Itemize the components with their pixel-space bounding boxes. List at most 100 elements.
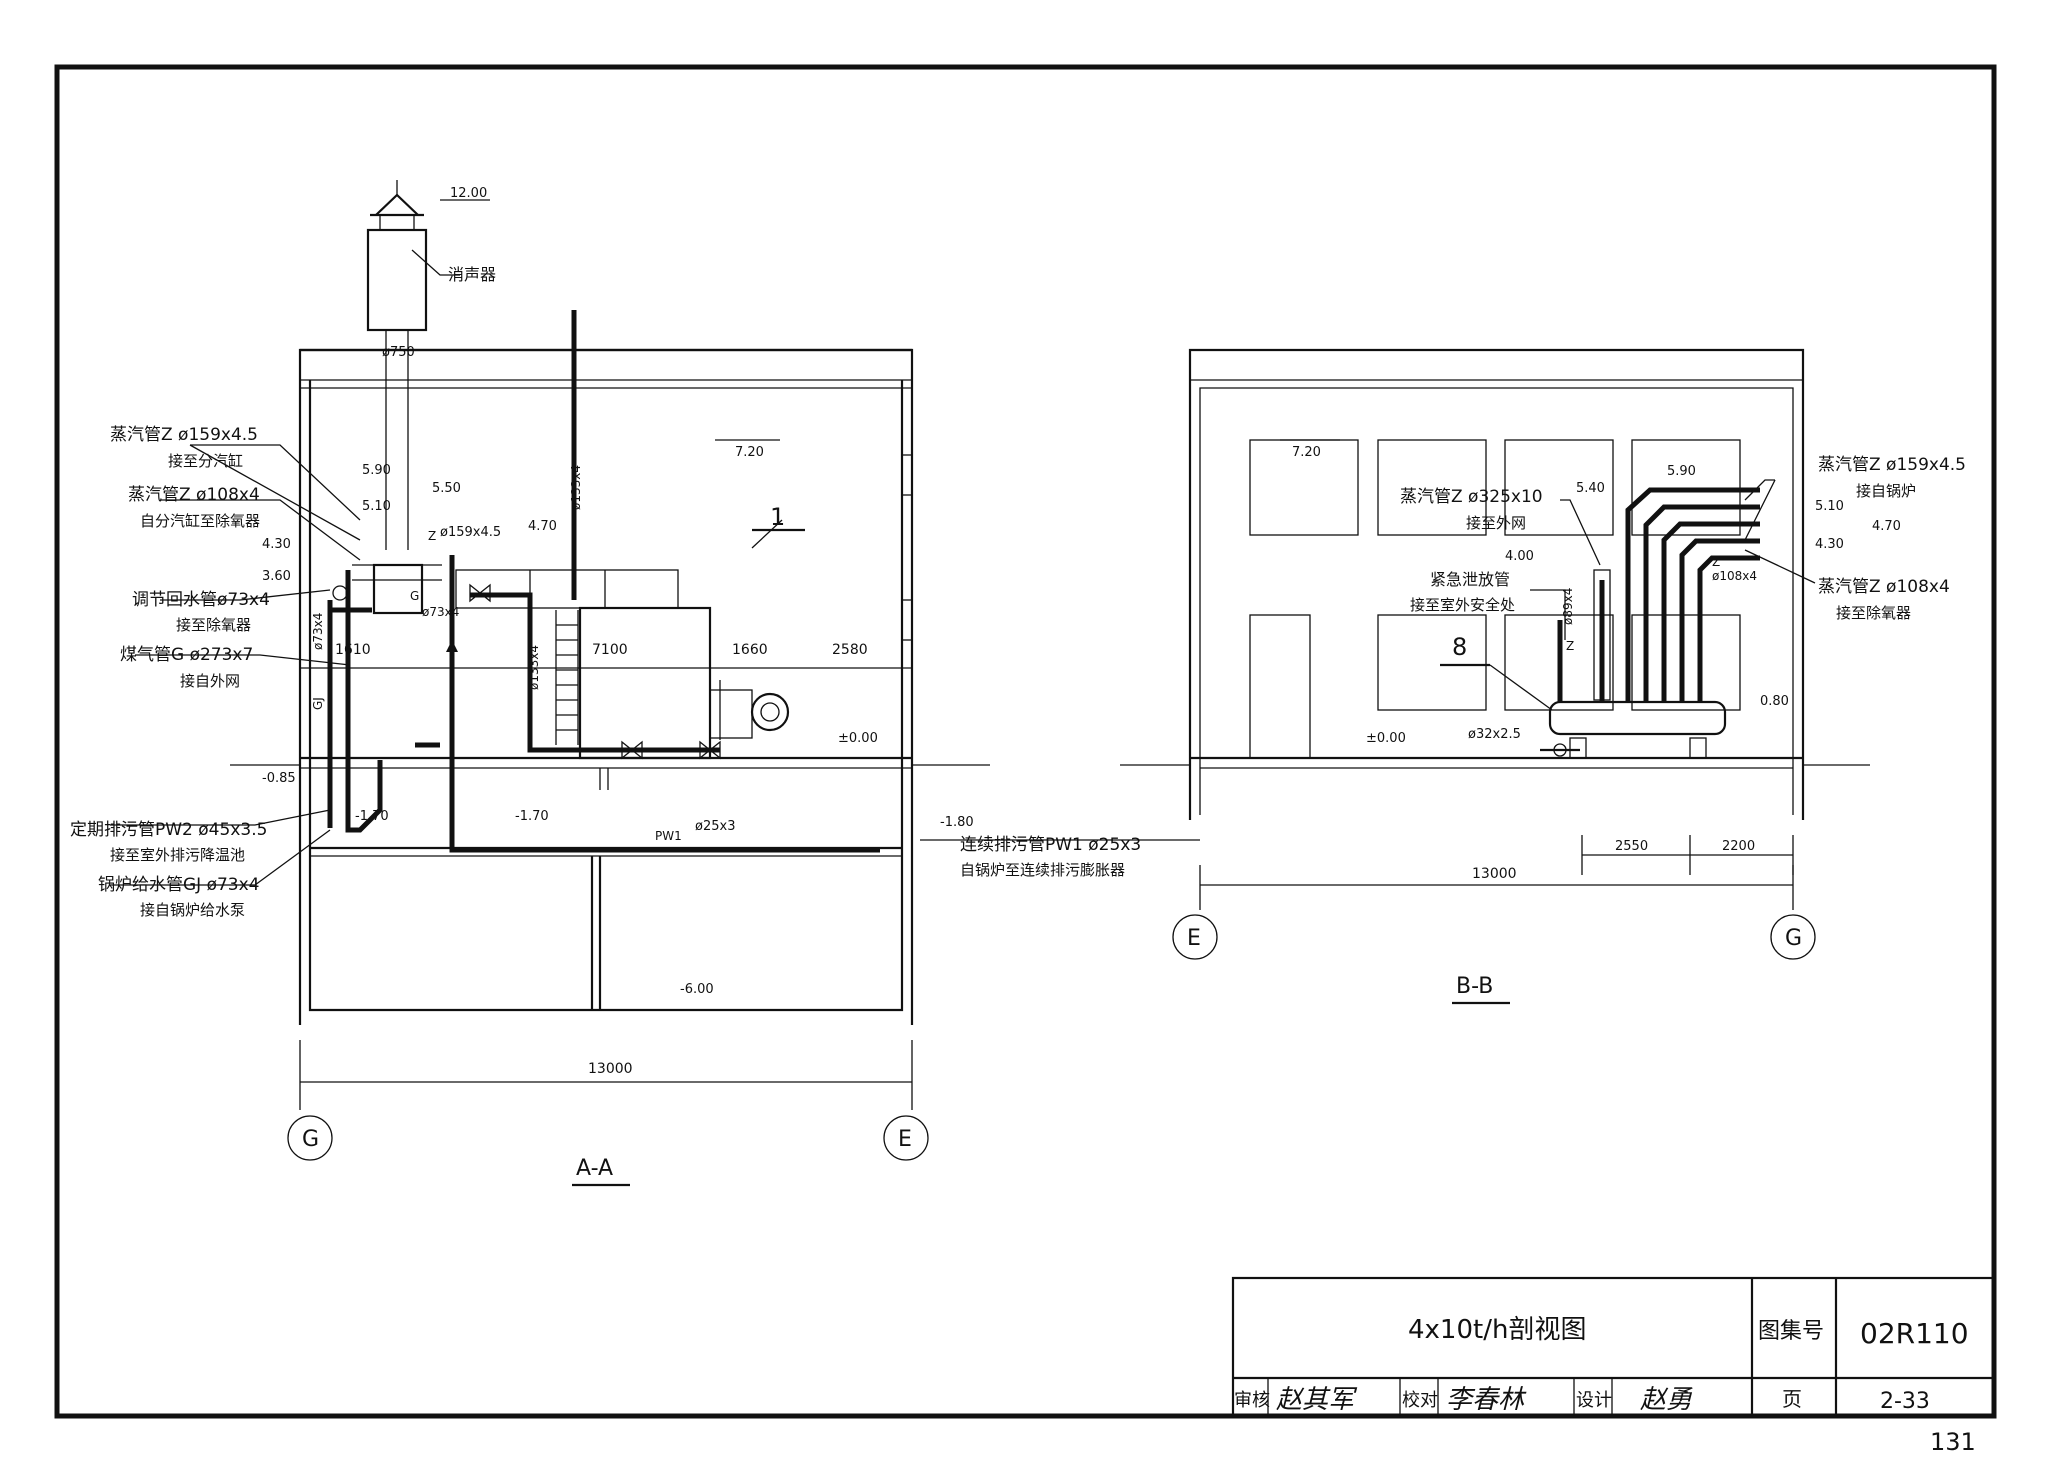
- bb-elev-540: 5.40: [1576, 481, 1605, 496]
- note-aa-5-line1: 定期排污管PW2 ø45x3.5: [70, 820, 267, 840]
- note-aa-7-line1: 连续排污管PW1 ø25x3: [960, 835, 1141, 855]
- section-aa-caption: A-A: [576, 1156, 613, 1181]
- elev-m085: -0.85: [262, 771, 296, 786]
- overall-dim-aa: 13000: [588, 1061, 633, 1077]
- axis-e-bubble: [883, 1115, 929, 1161]
- axis-g-bubble-bb: [1770, 914, 1816, 960]
- page-label: 页: [1782, 1387, 1802, 1411]
- axis-g-label: G: [302, 1127, 319, 1152]
- note-aa-4-line1: 煤气管G ø273x7: [120, 645, 253, 665]
- dim-1610: 1610: [335, 642, 371, 658]
- silencer-label: 消声器: [448, 265, 496, 284]
- bb-elev-430: 4.30: [1815, 537, 1844, 552]
- axis-e-label-bb: E: [1187, 926, 1201, 951]
- dim-1660: 1660: [732, 642, 768, 658]
- note-aa-6-line1: 锅炉给水管GJ ø73x4: [98, 875, 260, 895]
- equipment-tag-1: 1: [770, 503, 785, 531]
- bb-elev-400: 4.00: [1505, 549, 1534, 564]
- elev-m170b: -1.70: [515, 809, 549, 824]
- note-aa-2-line1: 蒸汽管Z ø108x4: [128, 485, 260, 505]
- atlas-label: 图集号: [1758, 1319, 1824, 1344]
- note-aa-1-line2: 接至分汽缸: [168, 452, 243, 470]
- note-aa-6-line2: 接自锅炉给水泵: [140, 901, 245, 919]
- elev-470: 4.70: [528, 519, 557, 534]
- elev-m170a: -1.70: [355, 809, 389, 824]
- design-signature: 赵勇: [1640, 1385, 1693, 1415]
- elev-top: 12.00: [450, 186, 487, 201]
- elev-550: 5.50: [432, 481, 461, 496]
- drawing-title: 4x10t/h剖视图: [1408, 1315, 1586, 1345]
- aa-text: 12.00 消声器 ø750 7.20 5.90 5.50 5.10 4.70 …: [70, 186, 1141, 1181]
- axis-g-label-bb: G: [1785, 926, 1802, 951]
- dim-7100: 7100: [592, 642, 628, 658]
- bb-mark-z1: Z: [1566, 639, 1574, 653]
- mark-g: G: [410, 589, 419, 603]
- note-bb-1-line2: 接至外网: [1466, 514, 1526, 532]
- sheet-border: [54, 64, 1997, 1419]
- page-value: 2-33: [1880, 1389, 1930, 1414]
- elev-m180: -1.80: [940, 815, 974, 830]
- check-signature: 李春林: [1446, 1385, 1527, 1415]
- note-aa-4-line2: 接自外网: [180, 672, 240, 690]
- note-bb-2-line2: 接至室外安全处: [1410, 596, 1515, 614]
- atlas-number: 02R110: [1860, 1317, 1969, 1350]
- note-aa-1-line1: 蒸汽管Z ø159x4.5: [110, 425, 258, 445]
- note-aa-2-line2: 自分汽缸至除氧器: [140, 512, 260, 530]
- dia-73b: ø73x4: [422, 605, 459, 619]
- bb-elev-510: 5.10: [1815, 499, 1844, 514]
- title-block: [1231, 1276, 1995, 1418]
- section-bb-caption: B-B: [1456, 974, 1493, 999]
- dim-2580: 2580: [832, 642, 868, 658]
- mark-z: Z: [428, 529, 436, 543]
- sheet-page-number: 131: [1930, 1428, 1976, 1456]
- note-aa-5-line2: 接至室外排污降温池: [110, 846, 245, 864]
- design-label: 设计: [1576, 1390, 1612, 1411]
- note-bb-2-line1: 紧急泄放管: [1430, 570, 1510, 589]
- elev-590: 5.90: [362, 463, 391, 478]
- equipment-tag-8: 8: [1452, 633, 1467, 661]
- note-bb-4-line1: 蒸汽管Z ø108x4: [1818, 577, 1950, 597]
- elev-zero: ±0.00: [838, 731, 878, 746]
- dia-133a: ø133x4: [569, 465, 583, 510]
- note-bb-3-line2: 接自锅炉: [1856, 482, 1916, 500]
- axis-e-label: E: [898, 1127, 912, 1152]
- note-bb-3-line1: 蒸汽管Z ø159x4.5: [1818, 455, 1966, 475]
- mark-pw1: PW1: [655, 829, 682, 843]
- section-bb: [1120, 348, 1870, 1005]
- elev-m600: -6.00: [680, 982, 714, 997]
- section-aa: [110, 180, 1200, 1187]
- bb-mark-z2: Z: [1712, 555, 1720, 569]
- dia-73a: ø73x4: [311, 613, 325, 650]
- bb-elev-080: 0.80: [1760, 694, 1789, 709]
- bb-dia-89: ø89x4: [1561, 588, 1575, 625]
- axis-e-bubble-bb: [1172, 914, 1218, 960]
- bb-dim-2200: 2200: [1722, 839, 1755, 854]
- dia-159: ø159x4.5: [440, 525, 501, 540]
- bb-elev-470: 4.70: [1872, 519, 1901, 534]
- bb-elev-roof: 7.20: [1292, 445, 1321, 460]
- bb-elev-590: 5.90: [1667, 464, 1696, 479]
- note-bb-1-line1: 蒸汽管Z ø325x10: [1400, 487, 1543, 507]
- bb-text: 7.20 5.90 5.40 5.10 4.70 4.30 4.00 0.80 …: [1187, 439, 1966, 999]
- elev-360: 3.60: [262, 569, 291, 584]
- note-aa-3-line1: 调节回水管ø73x4: [132, 590, 270, 610]
- mark-gj: GJ: [311, 697, 325, 710]
- title-block-text: 4x10t/h剖视图 图集号 02R110 审核 赵其军 校对 李春林 设计 赵…: [1234, 1315, 1969, 1415]
- dia-pw1: ø25x3: [695, 819, 735, 834]
- elev-roof: 7.20: [735, 445, 764, 460]
- note-aa-7-line2: 自锅炉至连续排污膨胀器: [960, 861, 1125, 879]
- dia-133b: ø133x4: [527, 645, 541, 690]
- bb-dia-32: ø32x2.5: [1468, 727, 1521, 742]
- check-label: 校对: [1402, 1390, 1438, 1411]
- note-bb-4-line2: 接至除氧器: [1836, 604, 1911, 622]
- chimney-dia: ø750: [382, 345, 415, 360]
- elev-510: 5.10: [362, 499, 391, 514]
- bb-dia-108: ø108x4: [1712, 569, 1757, 583]
- axis-g-bubble: [287, 1115, 333, 1161]
- review-label: 审核: [1234, 1390, 1270, 1411]
- bb-elev-zero: ±0.00: [1366, 731, 1406, 746]
- review-signature: 赵其军: [1276, 1385, 1358, 1415]
- elev-430: 4.30: [262, 537, 291, 552]
- note-aa-3-line2: 接至除氧器: [176, 616, 251, 634]
